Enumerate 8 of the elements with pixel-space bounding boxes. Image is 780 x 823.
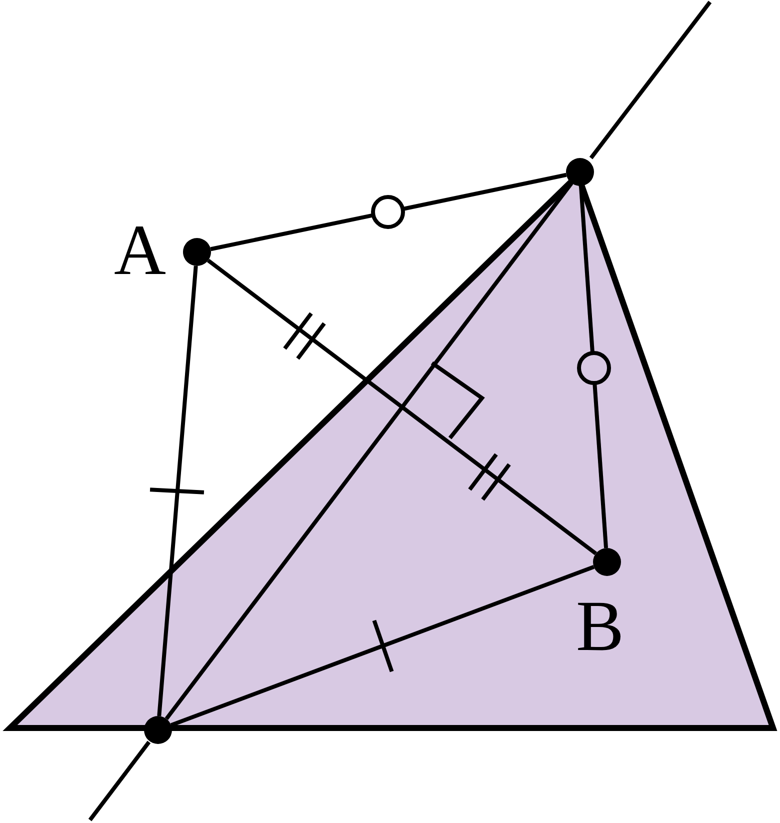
line-segment: [164, 182, 574, 720]
line-segment: [170, 565, 595, 727]
line-segment: [206, 258, 598, 556]
line-segment: [157, 266, 198, 716]
line-segment: [578, 186, 608, 548]
point-label: A: [114, 214, 166, 286]
point-label: B: [576, 590, 624, 662]
line-segment: [210, 172, 567, 252]
